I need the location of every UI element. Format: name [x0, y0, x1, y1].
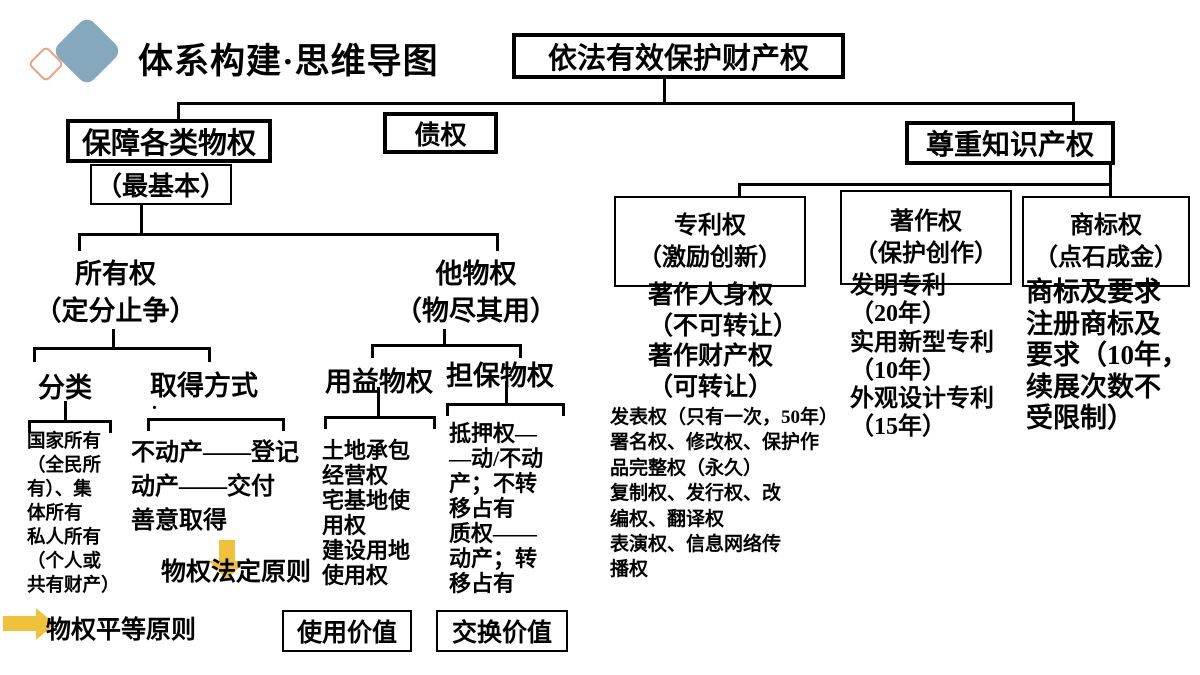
connector-line [324, 416, 436, 419]
connector-line [177, 102, 1075, 105]
connector-line [147, 418, 285, 421]
connector-line [112, 329, 115, 347]
note-most-basic: （最基本） [90, 164, 232, 205]
down-arrow-icon [209, 561, 245, 580]
stray-dot: . [152, 392, 157, 414]
node-debt-rights: 债权 [383, 112, 498, 154]
node-ownership: 所有权 （定分止争） [34, 259, 197, 326]
root-node: 依法有效保护财产权 [512, 33, 845, 79]
copyright-detail: 发明专利 （20年） 实用新型专利 （10年） 外观设计专利 （15年） [850, 273, 994, 441]
connector-line [282, 418, 285, 431]
connector-line [738, 183, 741, 198]
connector-line [371, 344, 522, 347]
connector-line [1109, 165, 1112, 198]
node-acquisition: 取得方式 [150, 371, 258, 401]
connector-line [377, 387, 380, 417]
node-property-rights: 保障各类物权 [66, 119, 272, 163]
patent-main-detail: 著作人身权 （不可转让） 著作财产权 （可转让） [648, 282, 799, 401]
connector-line [64, 401, 67, 421]
connector-line [28, 420, 31, 433]
node-ip-rights: 尊重知识产权 [905, 121, 1115, 165]
node-trademark: 商标权 （点石成金） [1022, 196, 1190, 287]
node-patent: 专利权 （激励创新） [614, 196, 806, 287]
classification-detail: 国家所有 （全民所 有）、集 体所有 私人所有 （个人或 共有财产） [27, 432, 120, 596]
principle-legal: 物权法定原则 [161, 559, 312, 586]
connector-line [78, 233, 81, 251]
connector-line [663, 79, 666, 105]
page-title: 体系构建·思维导图 [138, 42, 439, 81]
right-arrow-icon [3, 616, 36, 631]
connector-line [109, 420, 112, 433]
acquisition-detail: 不动产——登记 动产——交付 善意取得 [131, 440, 299, 534]
connector-line [33, 347, 211, 350]
connector-line [371, 344, 374, 358]
connector-line [433, 416, 436, 429]
connector-line [33, 347, 36, 362]
connector-line [147, 418, 150, 431]
trademark-detail: 商标及要求 注册商标及 要求（10年， 续展次数不 受限制） [1026, 277, 1188, 433]
node-other-right: 他物权 （物尽其用） [395, 259, 557, 326]
node-copyright: 著作权 （保护创作） [840, 190, 1012, 285]
connector-line [443, 329, 446, 347]
patent-sub-detail: 发表权（只有一次，50年） 署名权、修改权、保护作 品完整权（永久） 复制权、发… [610, 407, 839, 581]
down-arrow-icon [219, 540, 235, 562]
node-security-interest: 担保物权 [446, 361, 554, 391]
security-detail: 抵押权— —动/不动 产；不转 移占有 质权—— 动产；转 移占有 [449, 421, 544, 596]
connector-line [496, 233, 499, 251]
right-arrow-icon [36, 608, 55, 640]
connector-line [324, 416, 327, 429]
connector-line [78, 233, 499, 236]
connector-line [1072, 102, 1075, 123]
connector-line [562, 403, 565, 416]
connector-line [446, 403, 449, 416]
use-value-box: 使用价值 [282, 610, 412, 652]
exchange-value-box: 交换价值 [436, 610, 568, 652]
connector-line [208, 347, 211, 362]
connector-line [177, 102, 180, 122]
connector-line [519, 344, 522, 358]
connector-line [28, 420, 112, 423]
connector-line [738, 183, 1112, 186]
principle-equal: 物权平等原则 [46, 617, 197, 644]
connector-line [140, 205, 143, 235]
node-classification: 分类 [38, 373, 92, 403]
connector-line [505, 381, 508, 404]
usufruct-detail: 土地承包 经营权 宅基地使 用权 建设用地 使用权 [322, 438, 411, 588]
connector-line [446, 403, 565, 406]
logo-diamond-icon [51, 15, 123, 87]
